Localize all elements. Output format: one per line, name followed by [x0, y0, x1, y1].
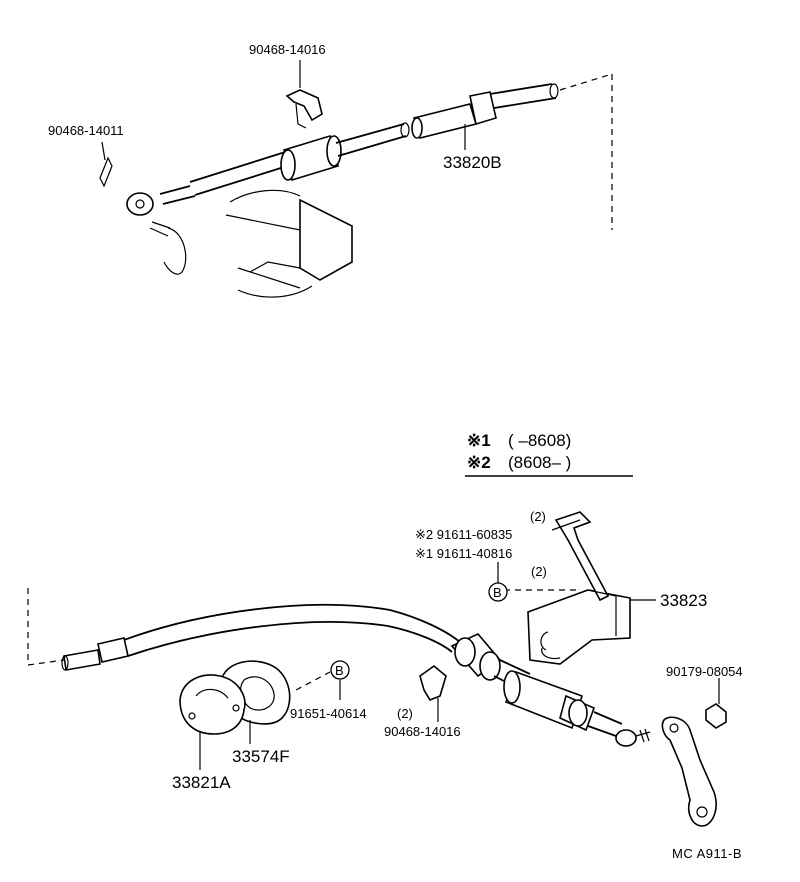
legend-mark-2: ※2: [467, 453, 491, 472]
legend: ※1 ( –8608) ※2 (8608– ): [465, 431, 633, 477]
label-33821A: 33821A: [172, 773, 231, 792]
label-91651-qty: (2): [397, 706, 413, 721]
label-90179-08054: 90179-08054: [666, 664, 743, 679]
lower-cable-assembly: [27, 511, 727, 827]
label-90468-14016-top: 90468-14016: [249, 42, 326, 57]
legend-mark-1: ※1: [467, 431, 491, 450]
ref-b-label-lower: B: [335, 663, 344, 678]
legend-range-1: ( –8608): [508, 431, 571, 450]
label-33574F: 33574F: [232, 747, 290, 766]
ref-b-marker-lower: B: [330, 660, 350, 680]
label-90468-14011: 90468-14011: [48, 123, 124, 138]
legend-range-2: (8608– ): [508, 453, 571, 472]
label-91611-qty-b: (2): [531, 564, 547, 579]
label-90468-14016-bottom: 90468-14016: [384, 724, 461, 739]
label-33823: 33823: [660, 591, 707, 610]
diagram-caption: MC A911-B: [672, 846, 742, 861]
label-91611-40816: ※1 91611-40816: [415, 546, 512, 561]
upper-cable-assembly: [99, 73, 613, 298]
ref-b-label-upper: B: [493, 585, 502, 600]
label-33820B: 33820B: [443, 153, 502, 172]
label-91651-40614: 91651-40614: [290, 706, 367, 721]
label-91611-qty-a: (2): [530, 509, 546, 524]
label-91611-60835: ※2 91611-60835: [415, 527, 512, 542]
ref-b-marker-upper: B: [488, 582, 508, 602]
